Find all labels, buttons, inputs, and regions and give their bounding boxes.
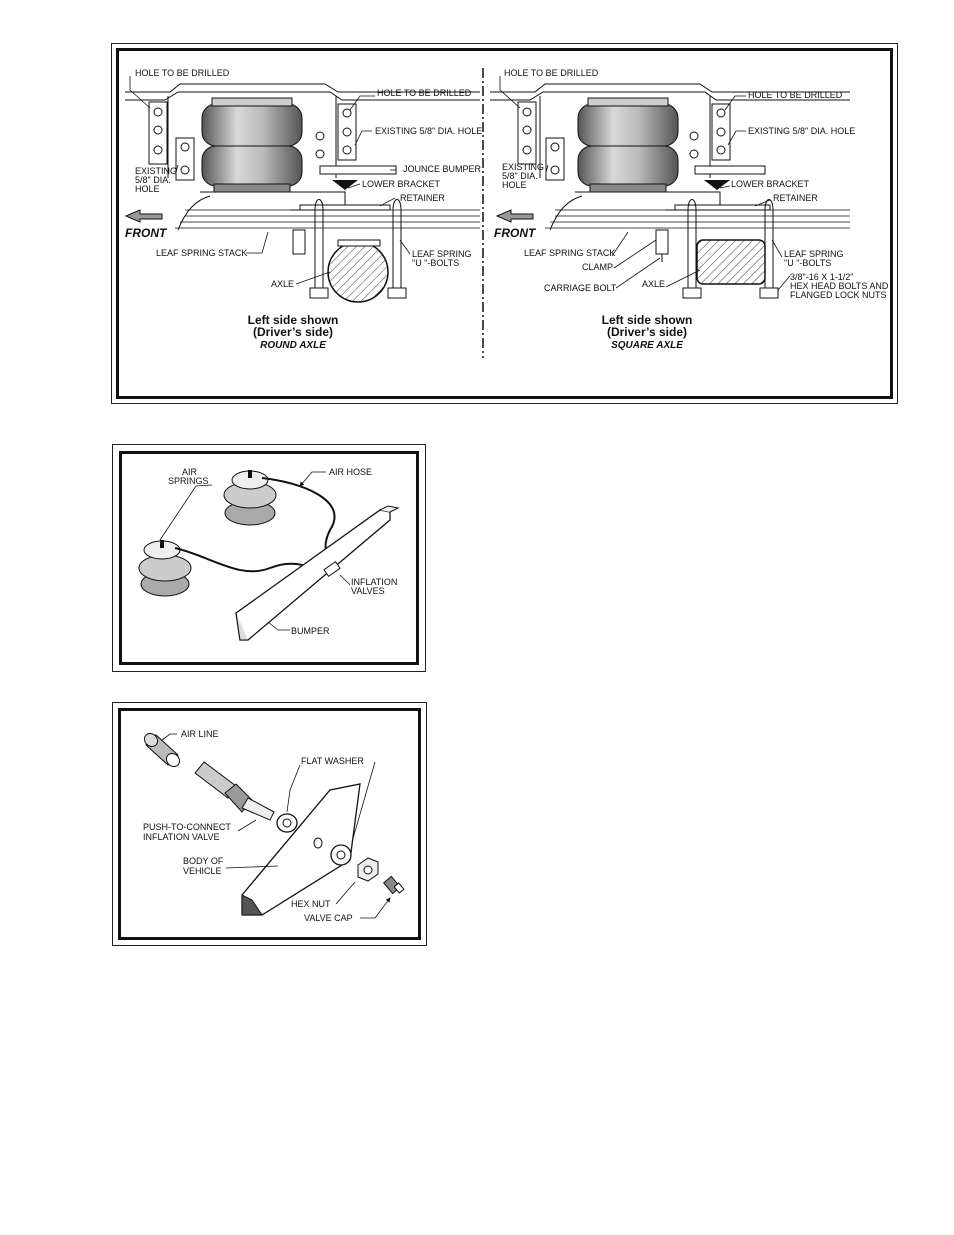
square-axle [696, 239, 766, 285]
frame-bracket-lower-left-r [545, 137, 565, 181]
frame-bracket-lower-left [175, 137, 195, 181]
label-leaf-spring-ubolts-1: LEAF SPRING [412, 249, 472, 259]
air-hose-routing-frame [119, 451, 419, 665]
label-axle-r: AXLE [642, 279, 665, 289]
bumper [235, 505, 400, 641]
air-line-tube [143, 732, 181, 768]
label-hex-nut: HEX NUT [291, 899, 331, 909]
label-leaf-spring-stack-r: LEAF SPRING STACK [524, 248, 615, 258]
caption-right-side-1: Left side shown [602, 313, 693, 327]
label-hex-bolts-3: FLANGED LOCK NUTS [790, 290, 887, 300]
frame-bracket-right [337, 103, 357, 161]
front-arrow-right [495, 209, 534, 223]
caption-square-axle: SQUARE AXLE [611, 340, 683, 351]
label-hex-bolts-2: HEX HEAD BOLTS AND [790, 281, 889, 291]
label-valve-cap: VALVE CAP [304, 913, 353, 923]
label-clamp: CLAMP [582, 262, 613, 272]
label-inflation-valves-2: VALVES [351, 586, 385, 596]
label-air-springs-1: AIR [182, 467, 198, 477]
frame-bracket-left [148, 101, 168, 165]
front-arrow-left [124, 209, 163, 223]
frame-bracket-left-r [517, 101, 537, 165]
label-existing-hole-r2b: 5/8" DIA. [502, 171, 538, 181]
label-leaf-spring-ubolts-2: "U "-BOLTS [412, 258, 459, 268]
label-body-of-vehicle-2: VEHICLE [183, 866, 222, 876]
caption-left-side-1: Left side shown [248, 313, 339, 327]
label-lower-bracket: LOWER BRACKET [362, 179, 441, 189]
label-front: FRONT [125, 226, 168, 240]
caption-right-side-2: (Driver’s side) [607, 325, 687, 339]
label-existing-hole-1: EXISTING 5/8" DIA. HOLE [375, 126, 482, 136]
label-leaf-spring-ubolts-r1: LEAF SPRING [784, 249, 844, 259]
label-air-springs-2: SPRINGS [168, 476, 209, 486]
label-existing-hole-r2a: EXISTING [502, 162, 544, 172]
square-axle-diagram: HOLE TO BE DRILLED HOLE TO BE DRILLED EX… [490, 68, 889, 351]
label-hex-bolts-1: 3/8"-16 X 1-1/2" [790, 272, 853, 282]
label-retainer: RETAINER [400, 193, 445, 203]
label-existing-hole-2b: 5/8" DIA. [135, 175, 171, 185]
label-existing-hole-2c: HOLE [135, 184, 160, 194]
label-leaf-spring-ubolts-r2: "U "-BOLTS [784, 258, 831, 268]
valve-cap [382, 875, 405, 895]
retainer [299, 204, 391, 211]
caption-left-side-2: (Driver’s side) [253, 325, 333, 339]
label-existing-hole-r2c: HOLE [502, 180, 527, 190]
inflation-valve-frame [118, 708, 421, 940]
label-leaf-spring-stack: LEAF SPRING STACK [156, 248, 247, 258]
label-push-to-connect-2: INFLATION VALVE [143, 832, 220, 842]
installation-diagram-frame [116, 48, 893, 399]
label-hole-drilled-r2: HOLE TO BE DRILLED [748, 90, 843, 100]
air-spring-front [138, 540, 192, 597]
label-retainer-r: RETAINER [773, 193, 818, 203]
caption-round-axle: ROUND AXLE [260, 340, 326, 351]
label-flat-washer: FLAT WASHER [301, 756, 364, 766]
retainer-r [674, 204, 771, 211]
label-jounce-bumper: JOUNCE BUMPER [403, 164, 482, 174]
label-carriage-bolt: CARRIAGE BOLT [544, 283, 617, 293]
label-push-to-connect-1: PUSH-TO-CONNECT [143, 822, 231, 832]
label-body-of-vehicle-1: BODY OF [183, 856, 224, 866]
label-air-hose: AIR HOSE [329, 467, 372, 477]
push-to-connect-valve [194, 761, 275, 821]
label-air-line: AIR LINE [181, 729, 219, 739]
label-hole-drilled-2: HOLE TO BE DRILLED [377, 88, 472, 98]
label-bumper: BUMPER [291, 626, 330, 636]
round-axle-diagram: HOLE TO BE DRILLED HOLE TO BE DRILLED EX… [124, 68, 482, 351]
label-axle: AXLE [271, 279, 294, 289]
air-spring-rear [223, 470, 277, 526]
label-existing-hole-2a: EXISTING [135, 166, 177, 176]
frame-bracket-right-r [711, 103, 731, 161]
label-existing-hole-r1: EXISTING 5/8" DIA. HOLE [748, 126, 855, 136]
label-inflation-valves-1: INFLATION [351, 577, 397, 587]
label-front-r: FRONT [494, 226, 537, 240]
label-lower-bracket-r: LOWER BRACKET [731, 179, 810, 189]
label-hole-drilled-r1: HOLE TO BE DRILLED [504, 68, 599, 78]
label-hole-drilled-1: HOLE TO BE DRILLED [135, 68, 230, 78]
